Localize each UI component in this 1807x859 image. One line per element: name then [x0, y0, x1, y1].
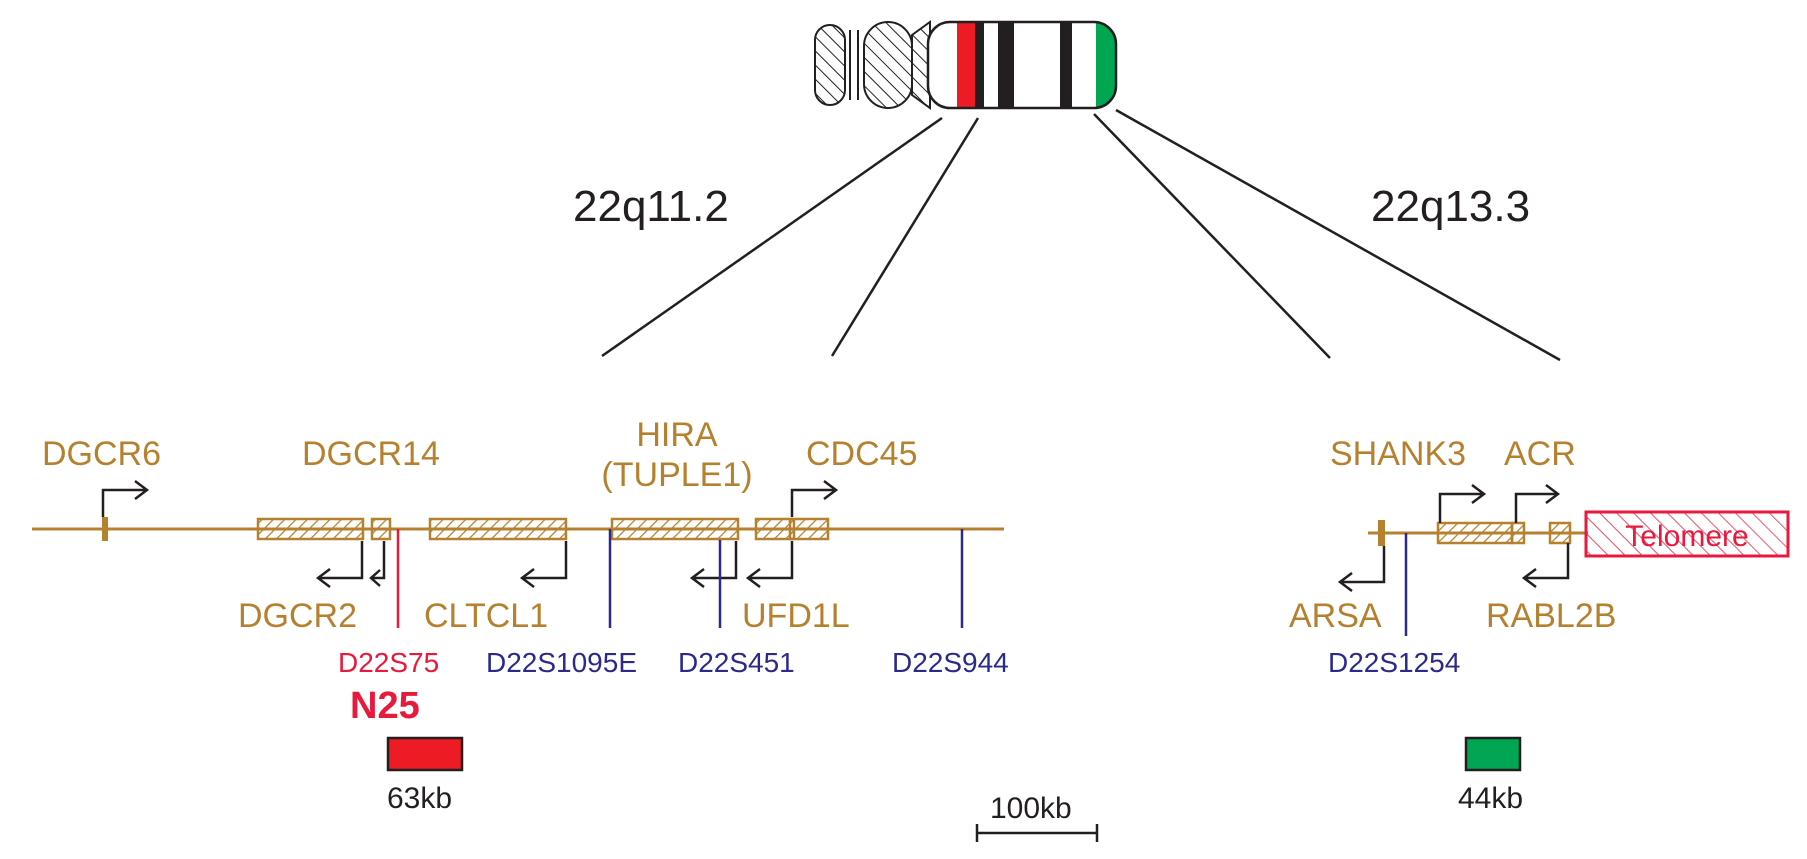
region-label-22q11: 22q11.2: [573, 182, 729, 231]
gene-label-dgcr14: DGCR14: [302, 435, 440, 473]
probe-right-box: [1464, 736, 1522, 772]
region-label-22q13: 22q13.3: [1371, 182, 1530, 231]
marker-label-d22s1254: D22S1254: [1328, 647, 1460, 678]
band-green: [1096, 22, 1116, 108]
acr-arrow-icon: [1514, 484, 1561, 523]
gene-acr-box: [1510, 521, 1526, 545]
band-dark-2: [998, 22, 1014, 108]
arsa-arrow-icon: [1337, 546, 1386, 592]
gene-dgcr6-box: [102, 517, 108, 541]
scale-bar-label: 100kb: [990, 792, 1072, 825]
gene-label-rabl2b: RABL2B: [1486, 597, 1616, 635]
zoom-line-left-1: [601, 116, 943, 358]
gene-label-shank3: SHANK3: [1330, 435, 1466, 473]
marker-label-d22s75: D22S75: [338, 647, 439, 678]
hira-arrow-icon: [689, 541, 738, 588]
band-dark-1: [975, 22, 984, 108]
probe-n25-box: [386, 736, 464, 772]
gene-arsa-box: [1378, 520, 1385, 546]
gene-label-dgcr2: DGCR2: [238, 597, 357, 635]
gene-shank3-box: [1436, 521, 1514, 545]
telomere-label: Telomere: [1625, 520, 1748, 553]
gene-label-cltcl1: CLTCL1: [424, 597, 548, 635]
gene-dgcr14-box: [370, 517, 392, 541]
gene-label-hira-alias: (TUPLE1): [601, 456, 752, 494]
gene-label-hira: HIRA: [636, 416, 718, 454]
gene-label-cdc45: CDC45: [806, 435, 917, 473]
gene-label-acr: ACR: [1504, 435, 1576, 473]
gene-cdc45-box: [788, 517, 830, 541]
gene-rabl2b-box: [1548, 521, 1572, 545]
chromosome-ideogram: [814, 20, 1118, 110]
probe-right-size: 44kb: [1458, 782, 1523, 815]
p-arm: [863, 21, 913, 109]
centromere: [911, 20, 931, 110]
zoom-line-left-2: [830, 117, 980, 357]
marker-label-d22s451: D22S451: [678, 647, 795, 678]
gene-ufd1l-box: [754, 517, 796, 541]
zoom-lines: [601, 108, 1561, 362]
gene-dgcr2-box: [256, 517, 365, 541]
telomere-box: [1584, 510, 1790, 558]
gene-label-arsa: ARSA: [1289, 597, 1382, 635]
gene-label-dgcr6: DGCR6: [42, 435, 161, 473]
rabl2b-arrow-icon: [1521, 543, 1570, 588]
marker-label-d22s944: D22S944: [892, 647, 1009, 678]
shank3-arrow-icon: [1438, 484, 1487, 523]
gene-label-ufd1l: UFD1L: [742, 597, 850, 635]
cltcl1-arrow-icon: [519, 541, 568, 588]
probe-label-n25: N25: [350, 685, 420, 727]
band-dark-3: [1060, 22, 1072, 108]
p-arm-satellite: [814, 24, 846, 106]
dgcr6-arrow-icon: [101, 480, 150, 517]
marker-label-d22s1095e: D22S1095E: [486, 647, 637, 678]
zoom-line-right-2: [1115, 108, 1561, 362]
ufd1l-arrow-icon: [745, 541, 794, 588]
map-22q13: Telomere SHANK3 ACR ARSA RABL2B D22S1254…: [1289, 435, 1790, 815]
dgcr14-arrow-icon: [369, 541, 386, 587]
cdc45-arrow-icon: [790, 480, 839, 517]
probe-n25-size: 63kb: [387, 782, 452, 815]
zoom-line-right-1: [1093, 113, 1331, 359]
gene-hira-box: [610, 517, 740, 541]
scale-bar: 100kb: [975, 792, 1099, 842]
q-arm-outline: [926, 20, 1118, 110]
dgcr2-arrow-icon: [315, 541, 364, 588]
band-red: [957, 22, 975, 108]
map-22q11: DGCR6 DGCR14 HIRA (TUPLE1) CDC45 DGCR2 C…: [32, 416, 1009, 815]
gene-cltcl1-box: [428, 517, 568, 541]
